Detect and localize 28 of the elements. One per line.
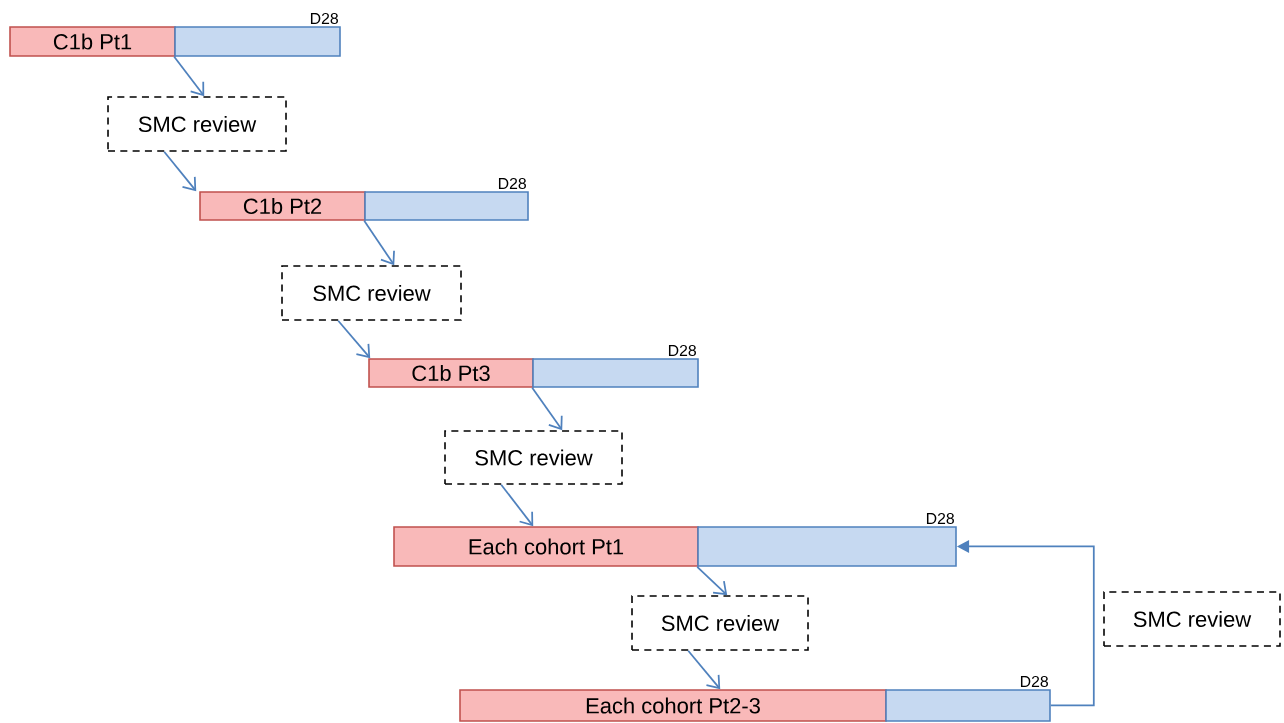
review-box: SMC review [444,430,623,485]
duration-bar [532,358,699,388]
arrow [173,55,205,97]
task-bar: Each cohort Pt2-3 [459,689,887,722]
task-bar: Each cohort Pt1 [393,526,699,567]
task-bar: C1b Pt1 [9,26,176,57]
review-box: SMC review [1103,591,1281,647]
arrow [163,150,197,192]
review-box: SMC review [631,595,809,651]
duration-bar [885,689,1051,722]
duration-label: D28 [310,12,338,25]
review-box: SMC review [281,265,462,321]
arrow [531,386,563,431]
task-bar: C1b Pt2 [199,191,366,221]
arrow [337,319,371,359]
arrow [500,483,534,527]
arrow [696,565,728,596]
duration-label: D28 [668,344,696,357]
duration-bar [697,526,957,567]
duration-label: D28 [1020,675,1048,688]
arrow [363,219,395,266]
duration-bar [364,191,529,221]
duration-label: D28 [498,177,526,190]
duration-label: D28 [926,512,954,525]
review-box: SMC review [107,96,287,152]
duration-bar [174,26,341,57]
arrow [687,649,721,690]
task-bar: C1b Pt3 [368,358,534,388]
